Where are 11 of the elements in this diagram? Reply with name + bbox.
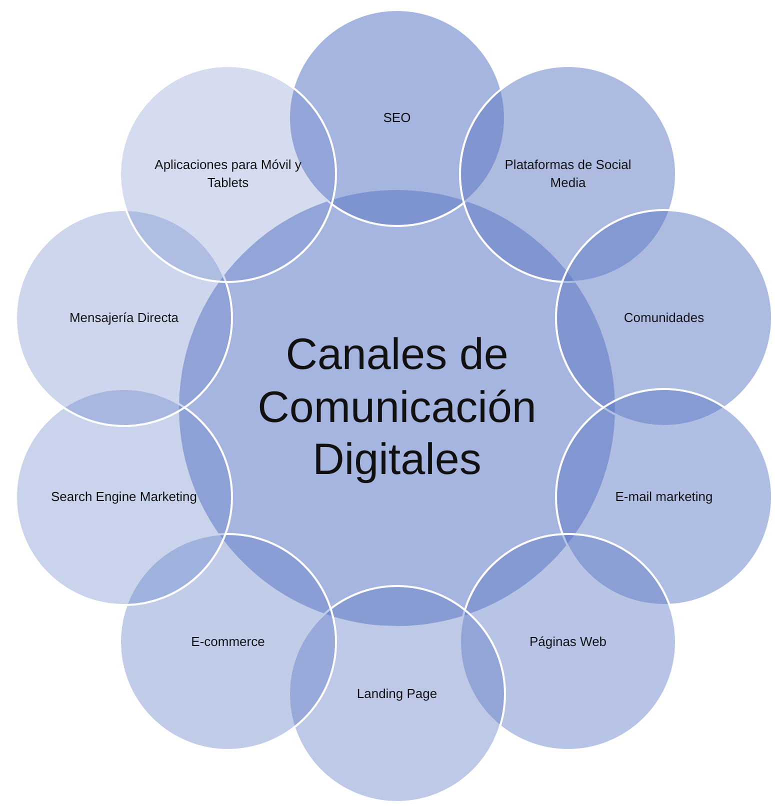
channel-label: Páginas Web [529,633,607,651]
title-text: Canales de Comunicación Digitales [256,328,538,486]
channel-label: Mensajería Directa [69,309,179,327]
channel-label: Plataformas de Social Media [504,156,632,192]
channel-label: E-mail marketing [615,488,713,506]
channel-label: Search Engine Marketing [51,488,197,506]
channel-label: Landing Page [356,685,438,703]
channel-label: Comunidades [624,309,704,327]
channel-label: Aplicaciones para Móvil y Tablets [154,156,302,192]
channel-label: SEO [383,109,411,127]
channel-label: E-commerce [191,633,265,651]
